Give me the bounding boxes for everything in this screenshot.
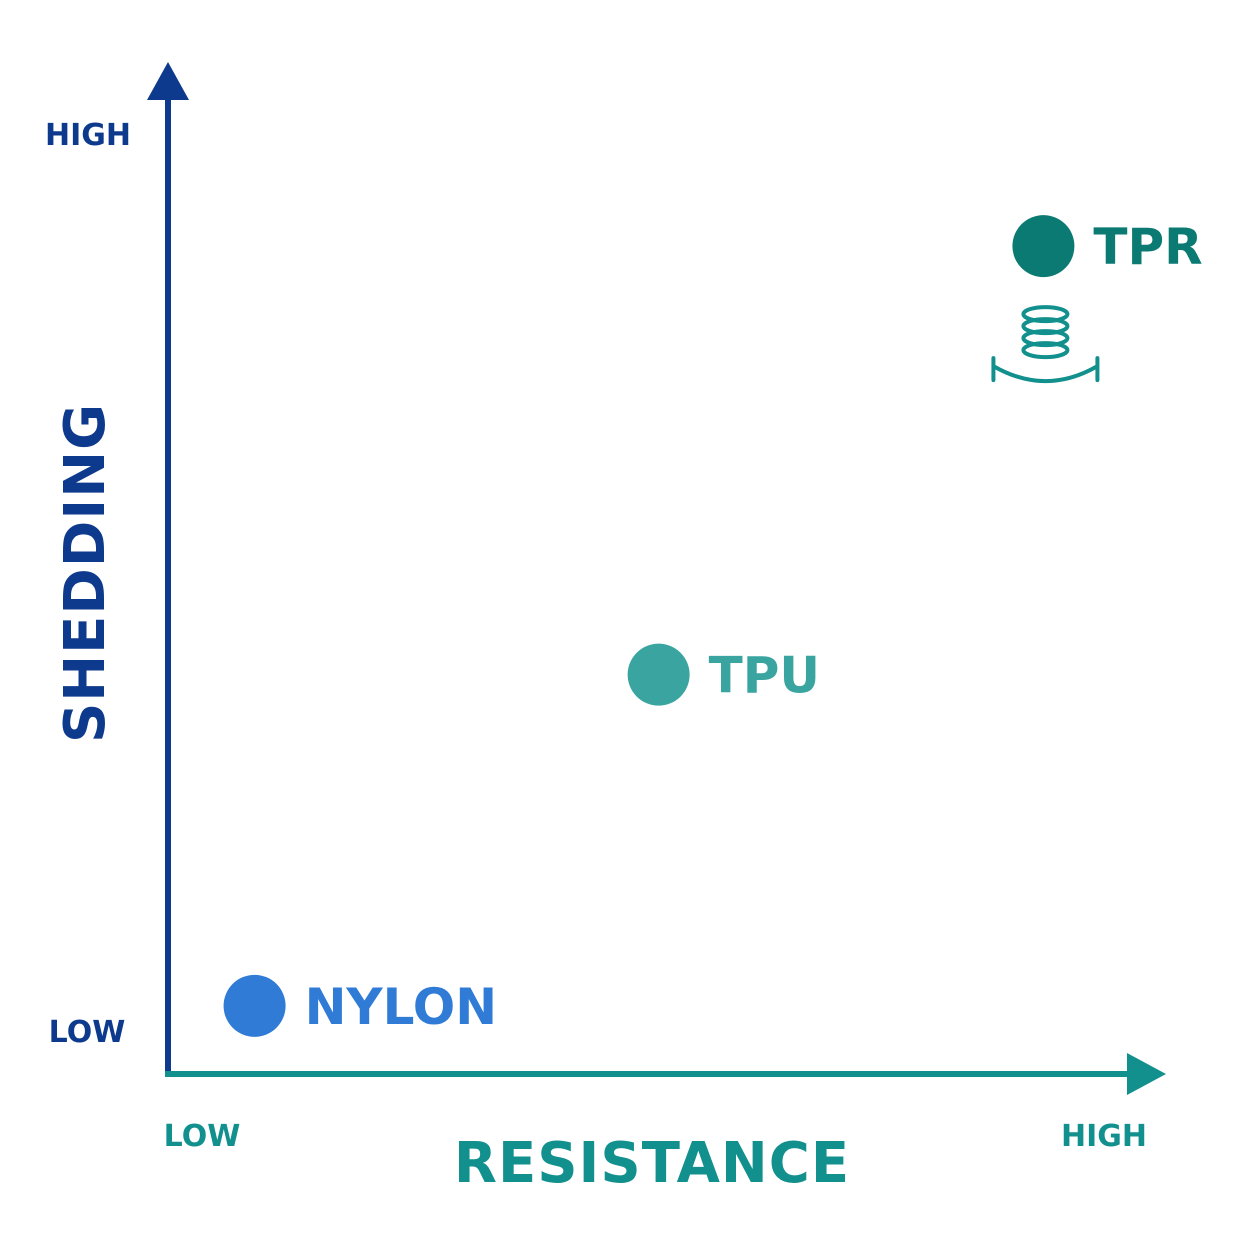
point-label-tpu: TPU (709, 647, 820, 705)
point-nylon (223, 974, 286, 1037)
x-tick-low: LOW (164, 1119, 241, 1154)
y-tick-low: LOW (49, 1015, 126, 1050)
data-points: NYLON TPU TPR (223, 215, 1203, 1037)
x-axis-arrow-icon (1127, 1053, 1166, 1095)
x-axis-title: RESISTANCE (454, 1131, 850, 1196)
y-tick-high: HIGH (45, 118, 131, 153)
spring-compression-icon (991, 305, 1100, 383)
x-tick-high: HIGH (1061, 1119, 1147, 1154)
point-tpr (1012, 215, 1075, 278)
point-label-tpr: TPR (1093, 218, 1202, 276)
y-axis-arrow-icon (147, 62, 189, 100)
point-tpu (627, 643, 690, 706)
point-label-nylon: NYLON (305, 978, 497, 1036)
y-axis-title: SHEDDING (53, 403, 118, 743)
